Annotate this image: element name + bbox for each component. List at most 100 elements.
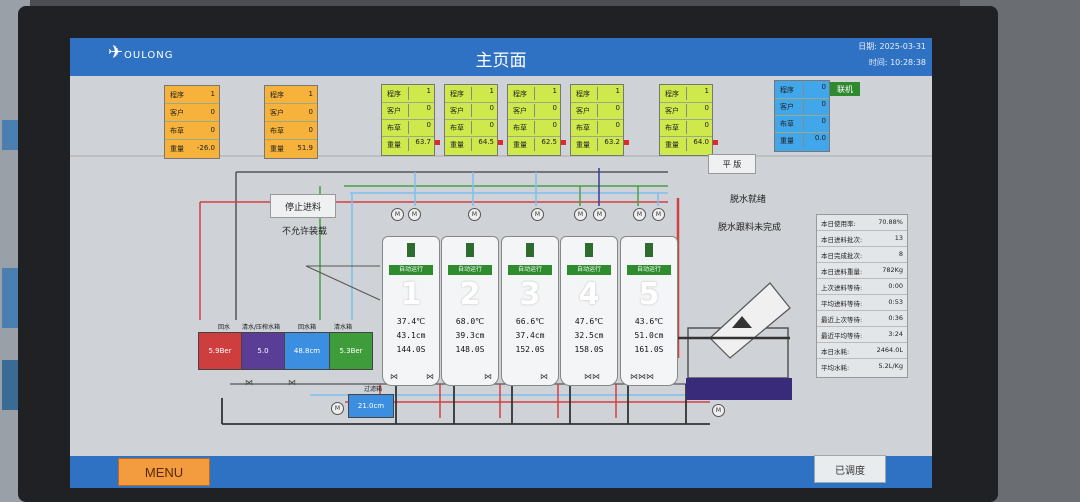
tank-label: 过滤箱: [364, 386, 383, 393]
tank-label: 清水/压榨水箱: [242, 324, 281, 331]
stop-feed-button[interactable]: 停止进料: [270, 194, 336, 218]
chamber-indicator: [645, 243, 653, 257]
hmi-screen: ✈OULONG 主页面 日期: 2025-03-31 时间: 10:28:38: [70, 38, 932, 488]
motor-icon: M: [712, 404, 725, 417]
wash-chamber-2[interactable]: 自动运行 2 68.0℃ 39.3cm 148.0S: [441, 236, 499, 386]
wash-chamber-4[interactable]: 自动运行 4 47.6℃ 32.5cm 158.0S: [560, 236, 618, 386]
stat-label: 本日完成批次:: [821, 252, 863, 260]
chamber-time: 148.0S: [455, 345, 485, 354]
motor-icon: M: [391, 208, 404, 221]
field-label: 重量: [450, 141, 464, 149]
valve-icon: ⋈: [245, 378, 253, 387]
field-value: 0.0: [803, 134, 829, 147]
field-value: 1: [686, 87, 712, 100]
tank-gauge: 21.0cm: [348, 394, 394, 418]
field-label: 重量: [270, 145, 284, 153]
field-value: 63.7: [408, 138, 434, 151]
chamber-status: 自动运行: [508, 265, 552, 275]
chamber-status: 自动运行: [389, 265, 433, 275]
dispatched-button[interactable]: 已调度: [814, 455, 886, 483]
stat-value: 5.2L/Kg: [878, 362, 903, 370]
online-indicator[interactable]: 联机: [830, 82, 860, 96]
stat-label: 平均水耗:: [821, 364, 850, 372]
stat-value: 70.88%: [878, 218, 903, 226]
chamber-water-level: 43.1cm: [396, 331, 426, 340]
stat-label: 最近平均等待:: [821, 332, 863, 340]
valve-icon: ⋈: [484, 372, 492, 381]
chamber-time: 144.0S: [396, 345, 426, 354]
dewater-ready-status: 脱水就绪: [730, 195, 767, 205]
chamber-status: 自动运行: [448, 265, 492, 275]
chamber-water-level: 37.4cm: [515, 331, 545, 340]
motor-icon: M: [331, 402, 344, 415]
alarm-indicator: [561, 140, 566, 145]
chamber-time: 158.0S: [574, 345, 604, 354]
field-value: 0: [308, 108, 313, 116]
stat-value: 2464.0L: [876, 346, 903, 354]
stat-value: 3:24: [888, 330, 903, 338]
chamber-time: 161.0S: [634, 345, 664, 354]
field-label: 布草: [450, 124, 464, 132]
field-label: 程序: [387, 90, 401, 98]
menu-button[interactable]: MENU: [118, 458, 210, 486]
field-label: 程序: [513, 90, 527, 98]
statistics-panel: 本日使用率:70.88% 本日进料批次:13 本日完成批次:8 本日进料重量:7…: [816, 214, 908, 378]
wash-chamber-1[interactable]: 自动运行 1 37.4℃ 43.1cm 144.0S: [382, 236, 440, 386]
ping-button[interactable]: 平 版: [708, 154, 756, 174]
field-label: 布草: [270, 127, 284, 135]
stat-label: 本日进料重量:: [821, 268, 863, 276]
stat-label: 最近上次等待:: [821, 316, 863, 324]
field-label: 程序: [780, 86, 794, 94]
field-value: 1: [534, 87, 560, 100]
stat-value: 0:53: [888, 298, 903, 306]
chamber-number: 1: [400, 277, 422, 312]
field-value: 0: [803, 83, 829, 96]
motor-icon: M: [408, 208, 421, 221]
logo-text: OULONG: [124, 50, 174, 61]
tank-label: 清水箱: [334, 324, 353, 331]
chamber-indicator: [407, 243, 415, 257]
chamber-water-level: 39.3cm: [455, 331, 485, 340]
alarm-indicator: [713, 140, 718, 145]
tank-gauge: 5.9Ber: [198, 332, 242, 370]
field-label: 客户: [665, 107, 679, 115]
stat-label: 本日使用率:: [821, 220, 856, 228]
field-value: 0: [686, 104, 712, 117]
chamber-temperature: 66.6℃: [515, 317, 545, 326]
field-value: 62.5: [534, 138, 560, 151]
field-label: 客户: [576, 107, 590, 115]
alarm-indicator: [498, 140, 503, 145]
chamber-number: 5: [638, 277, 660, 312]
field-label: 程序: [450, 90, 464, 98]
field-label: 程序: [170, 91, 184, 99]
motor-icon: M: [593, 208, 606, 221]
valve-icon: ⋈: [426, 372, 434, 381]
chamber-time: 152.0S: [515, 345, 545, 354]
field-value: 0: [534, 121, 560, 134]
motor-icon: M: [531, 208, 544, 221]
logo-mark-icon: ✈: [108, 42, 125, 63]
wash-chamber-3[interactable]: 自动运行 3 66.6℃ 37.4cm 152.0S: [501, 236, 559, 386]
bottom-bar: [70, 456, 932, 488]
field-label: 重量: [665, 141, 679, 149]
wash-chamber-5[interactable]: 自动运行 5 43.6℃ 51.0cm 161.0S: [620, 236, 678, 386]
field-value: 0: [471, 104, 497, 117]
field-value: 0: [408, 104, 434, 117]
field-label: 重量: [780, 137, 794, 145]
chamber-number: 4: [578, 277, 600, 312]
stat-value: 0:00: [888, 282, 903, 290]
field-value: 0: [803, 117, 829, 130]
field-label: 布草: [387, 124, 401, 132]
alarm-indicator: [435, 140, 440, 145]
field-value: 51.9: [297, 144, 313, 152]
stat-label: 上次进料等待:: [821, 284, 863, 292]
field-value: 1: [308, 90, 313, 98]
stat-label: 本日水耗:: [821, 348, 850, 356]
field-value: 64.0: [686, 138, 712, 151]
